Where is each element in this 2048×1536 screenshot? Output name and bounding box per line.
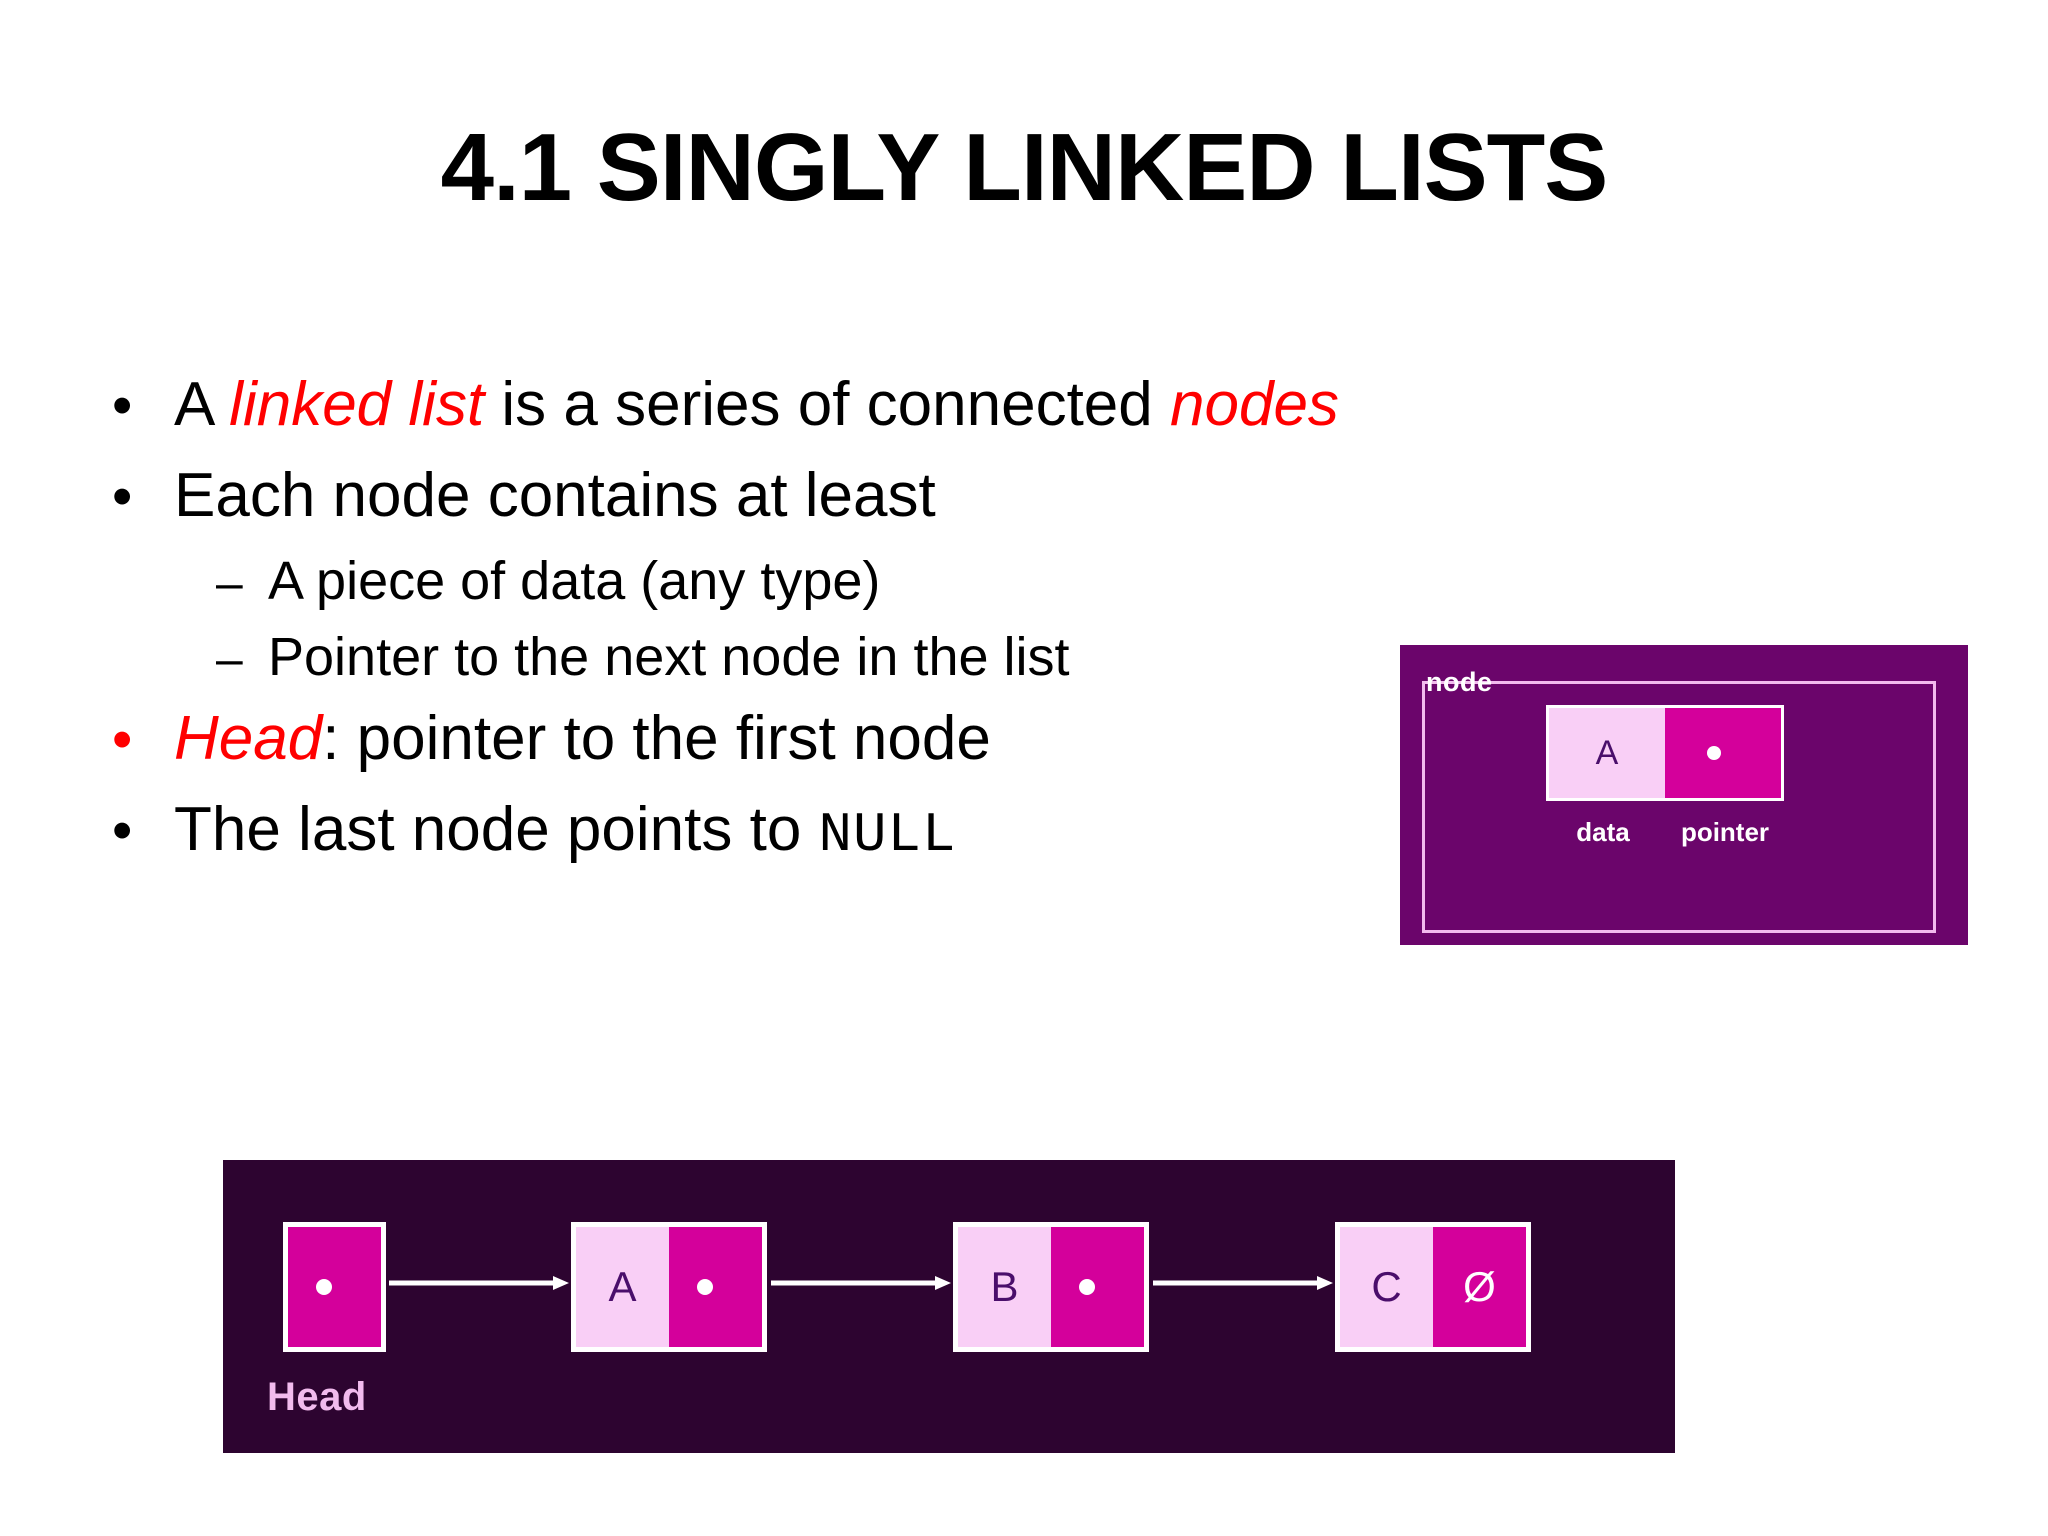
node-data-cell: B: [958, 1227, 1051, 1347]
list-arrow-icon-1: [389, 1276, 569, 1290]
dash-marker-icon: –: [216, 557, 243, 611]
node-detail-figure: node A data pointer: [1400, 645, 1968, 945]
list-arrow-icon-2: [771, 1276, 951, 1290]
bullet-item: • A linked list is a series of connected …: [112, 368, 1612, 441]
node-pointer-cell: [1051, 1227, 1144, 1347]
bullet-text-segment: : pointer to the first node: [322, 703, 991, 773]
dash-marker-icon: –: [216, 633, 243, 687]
bullet-text-segment: A piece of data (any type): [268, 551, 881, 612]
list-node-b: B: [953, 1222, 1149, 1352]
bullet-text: Head: pointer to the first node: [174, 702, 991, 775]
node-figure-border: [1422, 681, 1936, 933]
bullet-marker-icon: •: [112, 464, 133, 530]
bullet-text-segment: A: [174, 370, 230, 439]
pointer-dot-icon: [1079, 1279, 1095, 1295]
pointer-dot-icon: [697, 1279, 713, 1295]
bullet-text: The last node points to NULL: [174, 793, 956, 869]
bullet-marker-icon: •: [112, 797, 133, 863]
pointer-dot-icon: [1707, 746, 1721, 760]
linked-list-figure: A B C Ø Head: [223, 1160, 1675, 1453]
bullet-item: • Head: pointer to the first node: [112, 702, 1612, 775]
list-node-c: C Ø: [1335, 1222, 1531, 1352]
node-cell-group: A: [1546, 705, 1784, 801]
bullet-item: –A piece of data (any type): [112, 550, 1612, 614]
bullet-list: • A linked list is a series of connected …: [112, 368, 1612, 887]
page-title: 4.1 SINGLY LINKED LISTS: [440, 114, 1609, 221]
list-arrow-icon-3: [1153, 1276, 1333, 1290]
bullet-marker-icon: •: [112, 373, 133, 438]
bullet-text-segment: Pointer to the next node in the list: [268, 627, 1070, 688]
list-head-node: [283, 1222, 386, 1352]
list-node-a: A: [571, 1222, 767, 1352]
bullet-text-segment: nodes: [1170, 370, 1339, 439]
node-caption-group: data pointer: [1542, 817, 1792, 848]
bullet-item: –Pointer to the next node in the list: [112, 626, 1612, 690]
node-data-cell: C: [1340, 1227, 1433, 1347]
caption-data: data: [1576, 817, 1630, 847]
bullet-text: Pointer to the next node in the list: [268, 626, 1070, 690]
head-pointer-cell: [288, 1227, 381, 1347]
pointer-dot-icon: [316, 1279, 332, 1295]
node-figure-label: node: [1426, 667, 1493, 697]
bullet-text-segment: linked list: [229, 370, 485, 439]
bullet-marker-icon: •: [112, 706, 133, 772]
node-data-cell: A: [576, 1227, 669, 1347]
bullet-text-segment: The last node points to: [174, 794, 819, 864]
bullet-text-segment: is a series of connected: [484, 370, 1170, 439]
bullet-text-segment: Head: [174, 703, 323, 773]
bullet-text-segment: NULL: [818, 803, 957, 867]
bullet-text-segment: Each node contains at least: [174, 461, 936, 531]
bullet-item: • Each node contains at least: [112, 459, 1612, 532]
bullet-item: • The last node points to NULL: [112, 793, 1612, 869]
caption-pointer: pointer: [1680, 817, 1770, 847]
node-pointer-cell: [669, 1227, 762, 1347]
bullet-text: A linked list is a series of connected n…: [174, 368, 1339, 441]
bullet-text: A piece of data (any type): [268, 550, 880, 614]
head-label: Head: [267, 1375, 367, 1419]
bullet-text: Each node contains at least: [174, 459, 936, 532]
node-data-cell: A: [1549, 708, 1665, 798]
node-pointer-cell: [1665, 708, 1781, 798]
node-null-pointer-cell: Ø: [1433, 1227, 1526, 1347]
